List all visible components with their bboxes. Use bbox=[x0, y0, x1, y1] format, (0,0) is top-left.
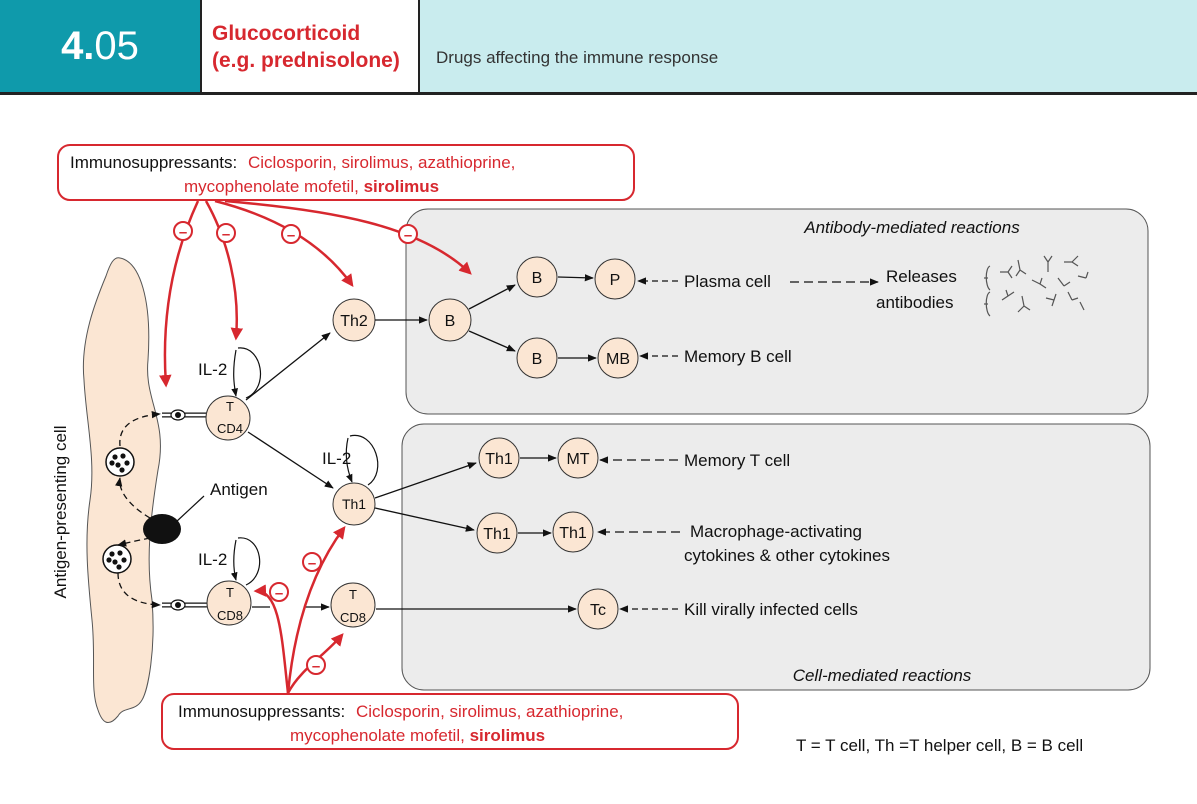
th1-label: Th1 bbox=[342, 496, 366, 512]
inhibit-sign-2: – bbox=[222, 226, 230, 243]
antigen-label: Antigen bbox=[210, 480, 268, 499]
th1-b-label: Th1 bbox=[483, 526, 511, 543]
top-inhibition-arrows bbox=[159, 199, 472, 388]
apc-label: Antigen-presenting cell bbox=[51, 426, 70, 599]
th1-a-label: Th1 bbox=[485, 451, 513, 468]
header: 4.05 Glucocorticoid (e.g. prednisolone) … bbox=[0, 0, 1197, 95]
antigen-blob bbox=[143, 514, 181, 544]
legend: T = T cell, Th =T helper cell, B = B cel… bbox=[796, 736, 1083, 755]
kill-label: Kill virally infected cells bbox=[684, 600, 858, 619]
t-cd8-right-cd: CD8 bbox=[340, 610, 366, 625]
b-label: B bbox=[445, 313, 456, 330]
bottom-box-line1: Immunosuppressants: Ciclosporin, sirolim… bbox=[178, 702, 623, 721]
antibody-region bbox=[405, 208, 1149, 415]
macrophage-label-1: Macrophage-activating bbox=[690, 522, 862, 541]
page-subtitle: Drugs affecting the immune response bbox=[436, 48, 719, 67]
header-subtitle-bar: Drugs affecting the immune response bbox=[420, 0, 1197, 92]
t-cd4-cd: CD4 bbox=[217, 421, 243, 436]
il2-loop-c bbox=[237, 537, 261, 586]
th1-cell-b bbox=[476, 512, 518, 554]
t-cd8-left-cd: CD8 bbox=[217, 608, 243, 623]
mt-label: MT bbox=[566, 451, 589, 468]
th1-cell-c bbox=[552, 511, 594, 553]
antibodies-label: antibodies bbox=[876, 293, 954, 312]
b-bottom-label: B bbox=[532, 351, 543, 368]
t-cd8-left-t: T bbox=[226, 585, 234, 600]
b-cell bbox=[428, 298, 472, 342]
vesicle-top bbox=[105, 447, 135, 477]
memory-b-cell bbox=[597, 337, 639, 379]
mb-label: MB bbox=[606, 351, 630, 368]
t-cd8-cell-right bbox=[330, 582, 376, 628]
page-title: Glucocorticoid (e.g. prednisolone) bbox=[200, 0, 420, 92]
antibody-icons bbox=[984, 255, 1089, 317]
plasma-cell-label: Plasma cell bbox=[684, 272, 771, 291]
il2-loop-b bbox=[349, 434, 379, 486]
il2-label-a: IL-2 bbox=[198, 360, 227, 379]
top-box-line1: Immunosuppressants: Ciclosporin, sirolim… bbox=[70, 153, 515, 172]
mhc-receptor-bottom bbox=[162, 599, 207, 611]
cell-region-label: Cell-mediated reactions bbox=[793, 666, 972, 685]
section-number: 4.05 bbox=[0, 0, 200, 92]
inhibit-badges-bottom bbox=[269, 552, 326, 675]
il2-label-c: IL-2 bbox=[198, 550, 227, 569]
plasma-cell bbox=[594, 258, 636, 300]
bottom-box-line2: mycophenolate mofetil, sirolimus bbox=[290, 726, 545, 745]
inhibit-sign-6: – bbox=[308, 555, 316, 572]
inhibit-sign-4: – bbox=[404, 227, 412, 244]
inhibit-sign-1: – bbox=[179, 224, 187, 241]
memory-t-label: Memory T cell bbox=[684, 451, 790, 470]
t-cd4-t: T bbox=[226, 399, 234, 414]
b-top-label: B bbox=[532, 270, 543, 287]
tc-label: Tc bbox=[590, 602, 606, 619]
macrophage-label-2: cytokines & other cytokines bbox=[684, 546, 890, 565]
t-cd4-cell bbox=[205, 395, 251, 441]
releases-label: Releases bbox=[886, 267, 957, 286]
il2-loop-a bbox=[237, 347, 262, 399]
memory-b-label: Memory B cell bbox=[684, 347, 792, 366]
vesicle-bottom bbox=[102, 544, 132, 574]
b-cell-top bbox=[516, 256, 558, 298]
header-rule bbox=[0, 92, 1197, 95]
il2-label-b: IL-2 bbox=[322, 449, 351, 468]
top-immunosuppressant-box bbox=[57, 144, 635, 201]
b-cell-bottom bbox=[516, 337, 558, 379]
t-cd8-right-t: T bbox=[349, 587, 357, 602]
memory-t-cell bbox=[557, 437, 599, 479]
p-label: P bbox=[610, 272, 621, 289]
inhibit-sign-5: – bbox=[275, 585, 283, 602]
inhibit-badges-top bbox=[173, 221, 418, 244]
top-box-line2: mycophenolate mofetil, sirolimus bbox=[184, 177, 439, 196]
th1-cell bbox=[332, 482, 376, 526]
bottom-immunosuppressant-box bbox=[161, 693, 739, 750]
antibody-region-label: Antibody-mediated reactions bbox=[803, 218, 1020, 237]
th1-c-label: Th1 bbox=[559, 525, 587, 542]
label-arrows bbox=[597, 277, 879, 613]
bottom-inhibition-arrows bbox=[253, 525, 346, 694]
inhibit-sign-3: – bbox=[287, 227, 295, 244]
tc-cell bbox=[577, 588, 619, 630]
inhibit-sign-7: – bbox=[312, 658, 320, 675]
th2-label: Th2 bbox=[340, 313, 368, 330]
mhc-receptor-top bbox=[162, 409, 207, 421]
th1-cell-a bbox=[478, 437, 520, 479]
pathway-arrows bbox=[245, 274, 597, 613]
t-cd8-cell-left bbox=[206, 580, 252, 626]
